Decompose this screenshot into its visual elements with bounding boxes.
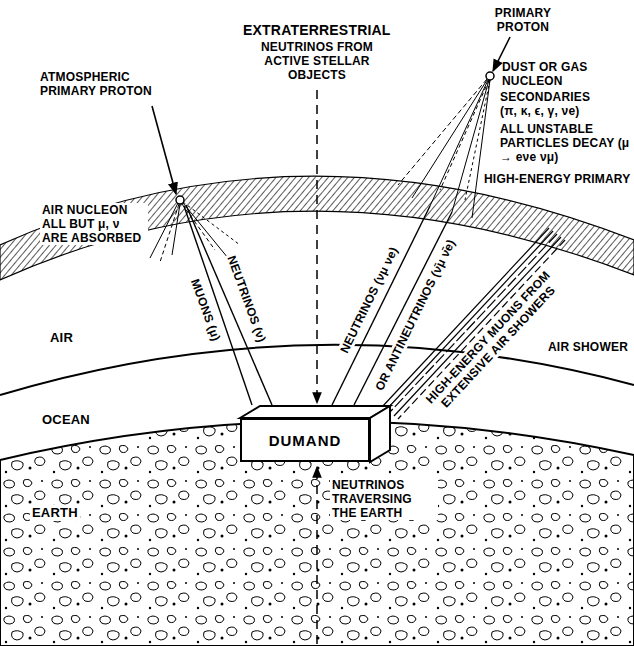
region-label: OCEAN [40, 412, 92, 428]
heading-label: EXTRATERRESTRIAL [243, 22, 391, 39]
track-label: MUONS (μ) [187, 275, 224, 345]
secondaries-label: SECONDARIES (π, κ, ϵ, γ, νe) [500, 90, 608, 118]
neutrino-path [316, 90, 318, 403]
path-label: NEUTRINOS TRAVERSING THE EARTH [330, 478, 438, 520]
neutrino-path [316, 467, 318, 644]
detector-name: DUMAND [269, 432, 342, 449]
neutrino-track [186, 205, 272, 405]
box-side-face [370, 406, 390, 462]
region-label: AIR [48, 330, 75, 346]
nucleon [486, 72, 494, 80]
box-top-face [240, 406, 390, 418]
nucleon-label: DUST OR GAS NUCLEON [502, 60, 612, 88]
region-label: AIR SHOWER [546, 340, 630, 354]
track-label: NEUTRINOS (ν) [224, 252, 270, 346]
decay-label: ALL UNSTABLE PARTICLES DECAY (μ → eνe νμ… [500, 122, 630, 164]
region-label: EARTH [30, 505, 80, 521]
band-label: HIGH-ENERGY PRIMARY [484, 172, 630, 186]
detector-box: DUMAND [240, 418, 370, 462]
proton-arrow [152, 106, 176, 194]
nucleon [176, 196, 184, 204]
particle-label: PRIMARY PROTON [478, 6, 568, 34]
particle-label: ATMOSPHERIC PRIMARY PROTON [40, 70, 170, 98]
shower-lines [398, 79, 490, 218]
shower-lines [150, 202, 240, 262]
track-label: NEUTRINOS (νμ νe) [336, 243, 401, 357]
absorption-note: AIR NUCLEON ALL BUT μ, ν ARE ABSORBED [40, 203, 148, 245]
source-label: NEUTRINOS FROM ACTIVE STELLAR OBJECTS [257, 40, 377, 82]
